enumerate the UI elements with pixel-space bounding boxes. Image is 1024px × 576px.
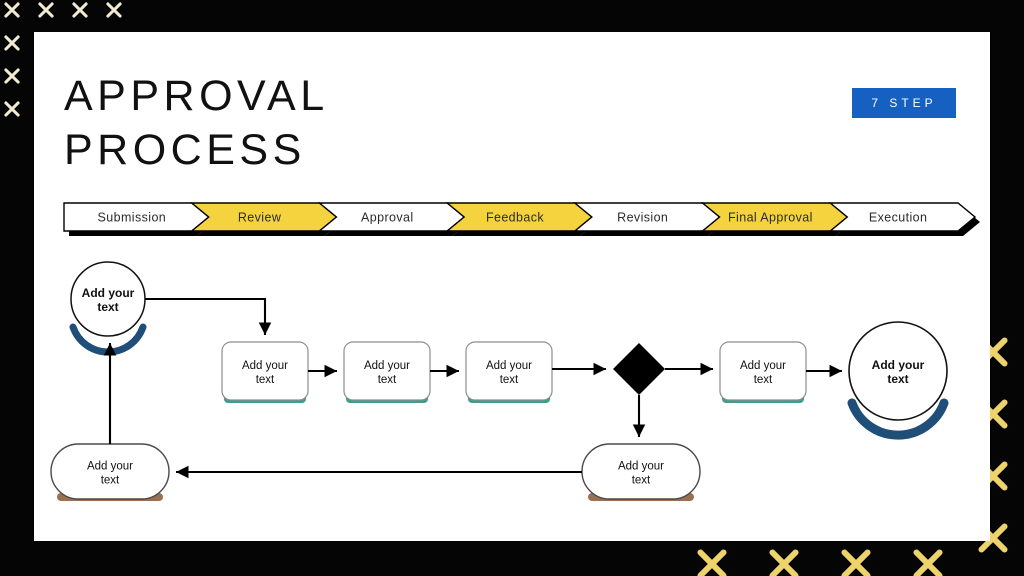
decor-x-icon [913,549,943,576]
flow-node-step3[interactable]: Add your text [465,341,553,403]
flow-node-step4-label-line2: text [754,374,773,386]
ribbon-step-label: Revision [617,210,668,224]
content-card: APPROVAL PROCESS 7 STEP Submission Review… [34,32,990,541]
ribbon-step-label: Feedback [486,210,544,224]
flow-node-step3-label-line1: Add your [486,360,532,372]
flow-node-step1-label-line1: Add your [242,360,288,372]
flow-node-step1[interactable]: Add your text [221,341,309,403]
flow-node-step2-label-line2: text [378,374,397,386]
flow-node-end-label-line2: text [887,372,908,386]
ribbon-step-label: Final Approval [728,210,813,224]
decor-x-icon [769,549,799,576]
flow-node-end-shadow [847,398,949,440]
ribbon-step-6[interactable]: Final Approval [700,202,849,232]
flow-node-step3-body [465,341,553,401]
flow-node-step3-label-line2: text [500,374,519,386]
flow-node-step2[interactable]: Add your text [343,341,431,403]
ribbon-step-label: Review [238,210,282,224]
flow-node-loop-left-label-line1: Add your [87,461,133,473]
flow-node-loop-left[interactable]: Add your text [50,443,170,501]
decor-x-icon [4,68,20,84]
flow-node-loop-mid-label-line1: Add your [618,461,664,473]
flow-node-step4-label-line1: Add your [740,360,786,372]
flow-node-decision-body [613,343,665,395]
flow-node-step4[interactable]: Add your text [719,341,807,403]
flow-node-step2-label-line1: Add your [364,360,410,372]
flow-node-loop-left-label-line2: text [101,475,120,487]
ribbon-steps: Submission Review Approval Feedback Revision… [63,202,977,232]
ribbon-step-body [828,202,977,232]
flow-node-end-label-line1: Add your [872,358,925,372]
flow-node-start-label-line2: text [97,300,118,314]
flow-node-loop-mid[interactable]: Add your text [581,443,701,501]
ribbon-step-7[interactable]: Execution [828,202,977,232]
decor-x-icon [72,2,88,18]
decor-x-icon [4,101,20,117]
flow-node-step1-label-line2: text [256,374,275,386]
ribbon-step-4[interactable]: Feedback [445,202,593,232]
ribbon-step-label: Submission [98,210,167,224]
ribbon-step-label: Execution [869,210,928,224]
decor-x-icon [106,2,122,18]
flow-node-decision[interactable] [613,343,665,395]
ribbon-step-3[interactable]: Approval [317,202,466,232]
step-ribbon: Submission Review Approval Feedback Revision… [60,200,980,240]
flow-node-start-label-line1: Add your [82,286,135,300]
page-title: APPROVAL PROCESS [64,72,329,174]
link-start-to-step1 [145,297,272,335]
decor-x-icon [38,2,54,18]
flow-node-end-body [848,321,948,421]
decor-x-icon [4,2,20,18]
decor-x-icon [841,549,871,576]
flow-node-loop-mid-label-line2: text [632,475,651,487]
step-count-badge: 7 STEP [852,88,956,118]
ribbon-step-label: Approval [361,210,414,224]
decor-x-icon [697,549,727,576]
decor-x-icon [4,35,20,51]
